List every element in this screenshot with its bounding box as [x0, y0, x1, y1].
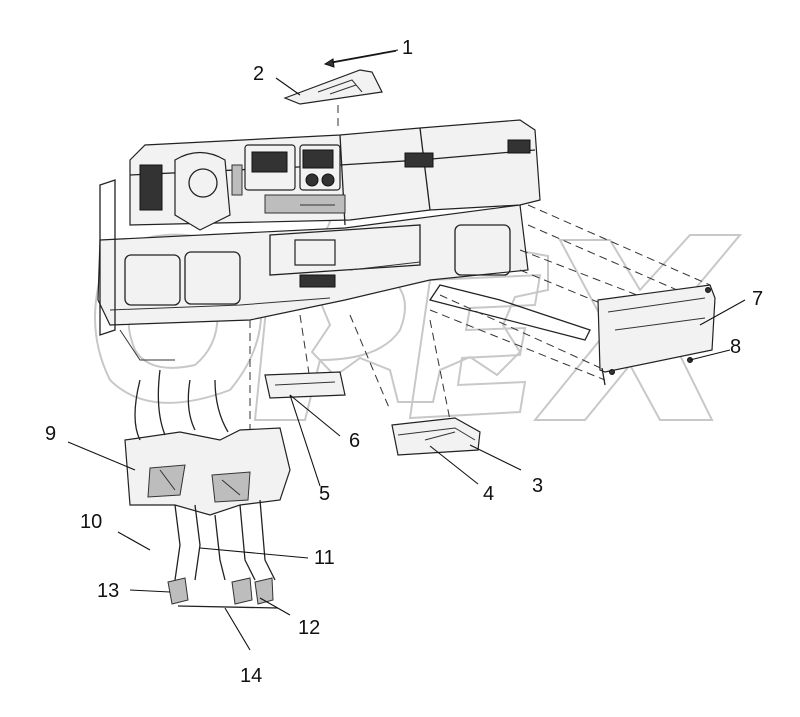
part-1-marker: [323, 50, 397, 68]
projection-lines: [249, 204, 711, 440]
callout-3: 3: [532, 475, 543, 497]
part-2-grille: [283, 69, 383, 130]
callout-12: 12: [298, 617, 320, 639]
callout-leaders: [67, 49, 746, 651]
part-3-4-tray: [391, 417, 481, 456]
lower-frame: [97, 179, 591, 361]
vent-center: [404, 152, 434, 168]
watermark-letter-x: [532, 234, 743, 421]
callout-labels: 1 2 3 4 5 6 7 8 9 10 11 12 13 14: [45, 37, 763, 687]
callout-6: 6: [349, 430, 360, 452]
callout-5: 5: [319, 483, 330, 505]
air-duct-assembly: [124, 369, 291, 581]
callout-10: 10: [80, 511, 102, 533]
callout-13: 13: [97, 580, 119, 602]
callout-11: 11: [314, 547, 335, 569]
callout-1: 1: [402, 37, 413, 59]
watermark-letter-e: [408, 273, 542, 420]
part-7-side-panel: [597, 284, 716, 386]
callout-2: 2: [253, 63, 264, 85]
vent-right: [507, 139, 531, 154]
part-6-bracket: [264, 371, 346, 399]
callout-7: 7: [752, 288, 763, 310]
callout-8: 8: [730, 336, 741, 358]
callout-9: 9: [45, 423, 56, 445]
callout-4: 4: [483, 483, 494, 505]
bottom-connectors: [167, 577, 279, 609]
dashboard-assembly: [129, 119, 541, 231]
callout-14: 14: [240, 665, 262, 687]
